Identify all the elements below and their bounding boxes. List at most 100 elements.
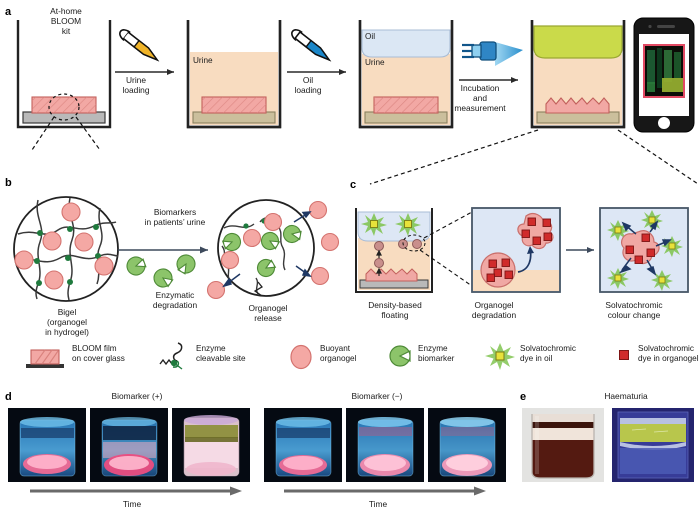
legend-label-bloom-film: BLOOM film on cover glass — [72, 344, 152, 364]
photo-neg-3 — [428, 408, 506, 482]
biomarkers-l1: Biomarkers — [153, 207, 197, 217]
step1-line2: loading — [122, 85, 150, 96]
kit-title: At-home BLOOM kit — [36, 6, 96, 37]
time-arrows — [8, 486, 508, 498]
panel-b-svg — [13, 196, 340, 302]
enzyme-biomarkers — [126, 254, 196, 288]
step2-line1: Oil — [302, 75, 314, 85]
bigel-caption-l1: Bigel — [57, 307, 77, 317]
panel-b-content — [8, 186, 344, 312]
step1-line1: Urine — [125, 75, 146, 85]
kit-title-line2: BLOOM — [50, 16, 82, 27]
organogel-intact — [480, 252, 516, 288]
dye-in-oil-cluster — [361, 213, 421, 236]
lg3-l1: Enzyme — [418, 344, 448, 353]
panel-a-content — [10, 12, 700, 185]
legend-label-buoyant-organogel: Buoyant organogel — [320, 344, 400, 364]
enzdeg-l2: degradation — [152, 300, 198, 311]
legend-item-cleavable-site — [158, 342, 192, 372]
vessel-kit — [16, 20, 112, 129]
legend-label-enzyme-biomarker: Enzyme biomarker — [418, 344, 488, 364]
photo-neg-1 — [264, 408, 342, 482]
cleavable-site-icon — [159, 342, 183, 370]
lg5-l2: dye in organogel — [638, 354, 699, 363]
solvatochromic-caption: Solvatochromic colour change — [584, 300, 684, 320]
scc-l2: colour change — [607, 310, 661, 321]
lg5-l1: Solvatochromic — [638, 344, 694, 353]
density-floating-caption: Density-based floating — [350, 300, 440, 320]
kit-title-line3: kit — [61, 26, 71, 37]
uv-lamp-icon — [462, 41, 523, 66]
bloom-film-icon — [26, 349, 64, 368]
step-urine-label: Urine loading — [96, 75, 176, 95]
photo-pos-3 — [172, 408, 250, 482]
enzyme-biomarker-icon — [389, 345, 411, 367]
legend-label-dye-in-oil: Solvatochromic dye in oil — [520, 344, 616, 364]
orgrel-l1: Organogel — [248, 303, 288, 313]
vessel3-urine-label: Urine — [365, 58, 385, 67]
panel-c-svg — [355, 207, 689, 293]
legend-item-buoyant-organogel — [288, 344, 314, 370]
organogel-degradation-box — [471, 207, 561, 293]
buoyant-organogel-icon — [290, 344, 312, 370]
odc-l2: degradation — [471, 310, 517, 321]
dye-in-organogel-icon — [619, 350, 629, 360]
panel-d-svg — [8, 408, 506, 482]
organogel-degraded — [517, 212, 554, 250]
panel-c-content — [350, 186, 698, 312]
enzdeg-l1: Enzymatic — [155, 290, 195, 300]
lg0-l2: on cover glass — [72, 354, 125, 363]
organogel-degradation-caption: Organogel degradation — [452, 300, 536, 320]
vessel-urine — [186, 20, 282, 129]
density-floating-vessel — [355, 208, 433, 293]
vessel-oil-urine — [358, 20, 454, 129]
photo-haematuria-daylight — [522, 408, 604, 482]
biomarkers-label: Biomarkers in patients’ urine — [118, 207, 232, 227]
bigel-diagram — [13, 196, 119, 302]
lg3-l2: biomarker — [418, 354, 455, 363]
haematuria-title: Haematuria — [604, 391, 648, 401]
lg2-l2: organogel — [320, 354, 357, 363]
panel-label-a: a — [5, 6, 12, 18]
panel-label-e: e — [520, 391, 527, 403]
enzymatic-degradation-label: Enzymatic degradation — [122, 290, 228, 310]
bigel-caption-l3: in hydrogel) — [45, 327, 89, 338]
photo-pos-1 — [8, 408, 86, 482]
lg1-l1: Enzyme — [196, 344, 226, 353]
solvatochromic-change-box — [599, 207, 689, 293]
step2-line2: loading — [294, 85, 322, 96]
photo-neg-2 — [346, 408, 424, 482]
smartphone-icon — [633, 17, 695, 133]
step3-line2: and — [473, 93, 487, 104]
dye-in-oil-icon — [485, 343, 515, 370]
lg0-l1: BLOOM film — [72, 344, 117, 353]
orgrel-l2: release — [254, 313, 282, 324]
biomarkers-l2: in patients’ urine — [144, 217, 206, 228]
lg1-l2: cleavable site — [196, 354, 246, 363]
time-label-2: Time — [368, 499, 388, 509]
step-oil-loading — [287, 29, 346, 75]
step3-line3: measurement — [454, 103, 506, 114]
step-incubation — [459, 41, 523, 83]
step-incubation-label: Incubation and measurement — [440, 83, 520, 114]
panel-a-svg — [16, 17, 699, 185]
biomarker-negative-title: Biomarker (−) — [351, 391, 403, 401]
panel-label-c: c — [350, 179, 357, 191]
panel-e-svg — [522, 408, 694, 482]
odc-l1: Organogel — [474, 300, 514, 310]
step-urine-loading — [115, 29, 174, 75]
lg2-l1: Buoyant — [320, 344, 351, 353]
panel-e-photos — [522, 408, 694, 482]
vessel3-oil-label: Oil — [365, 32, 376, 41]
time-label-1: Time — [122, 499, 142, 509]
vessel-fluorescent — [530, 20, 626, 129]
legend-item-dye-in-organogel — [618, 349, 630, 361]
bigel-caption-l2: (organogel — [46, 317, 88, 328]
biomarker-positive-title: Biomarker (+) — [111, 391, 163, 401]
photo-haematuria-uv — [612, 408, 694, 482]
legend-label-cleavable-site: Enzyme cleavable site — [196, 344, 280, 364]
step-oil-label: Oil loading — [268, 75, 348, 95]
panel-d-photos — [8, 408, 508, 482]
time-arrows-svg — [30, 486, 486, 496]
dfc-l1: Density-based — [368, 300, 422, 310]
